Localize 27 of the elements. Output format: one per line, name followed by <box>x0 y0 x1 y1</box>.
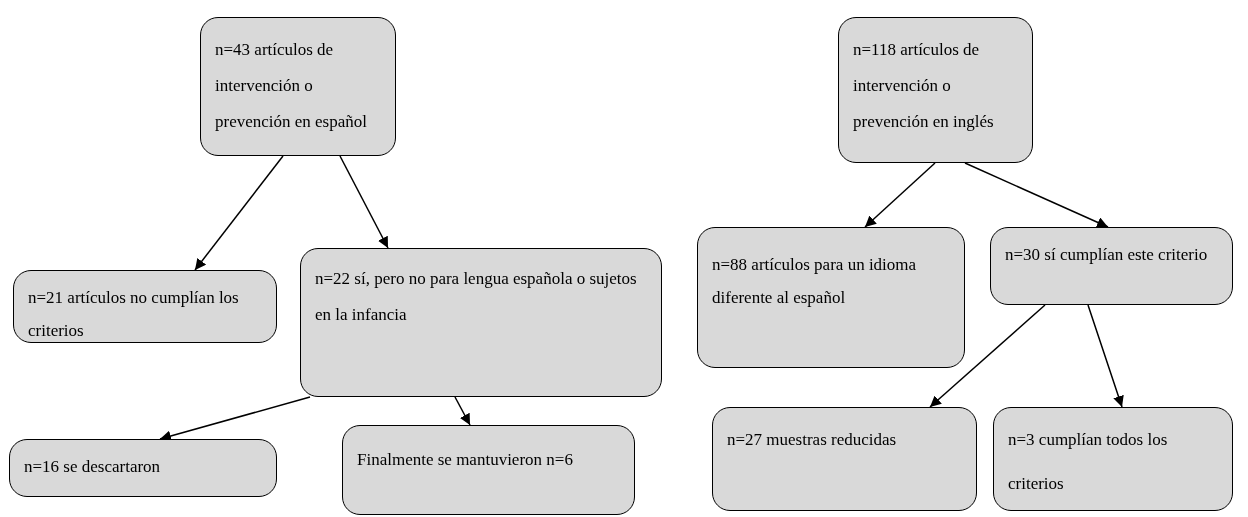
process-box <box>712 407 977 511</box>
process-box <box>342 425 635 515</box>
arrow <box>339 155 389 249</box>
box-text: n=21 artículos no cumplían los criterios <box>28 287 240 342</box>
process-box <box>200 17 396 156</box>
process-box <box>993 407 1233 511</box>
process-box <box>9 439 277 497</box>
arrow <box>964 162 1109 228</box>
box-text: n=27 muestras reducidas <box>727 429 898 451</box>
box-text: n=88 artículos para un idioma diferente al español <box>712 254 918 309</box>
process-box <box>697 227 965 368</box>
process-box <box>300 248 662 397</box>
process-box <box>990 227 1233 305</box>
box-text: n=16 se descartaron <box>24 456 162 478</box>
box-text: Finalmente se mantuvieron n=6 <box>357 449 574 471</box>
arrow <box>454 396 471 426</box>
arrow <box>929 304 1046 408</box>
box-text: n=30 sí cumplían este criterio <box>1005 244 1209 266</box>
arrow <box>194 155 284 271</box>
box-text: n=22 sí, pero no para lengua española o sujetos en la infancia <box>315 268 638 326</box>
process-box <box>838 17 1033 163</box>
box-text: n=118 artículos de intervención o prevención en inglés <box>853 39 995 133</box>
box-text: n=3 cumplían todos los criterios <box>1008 429 1169 495</box>
arrow <box>1087 304 1124 408</box>
box-text: n=43 artículos de intervención o prevención en español <box>215 39 368 133</box>
arrow <box>864 162 936 228</box>
process-box <box>13 270 277 343</box>
